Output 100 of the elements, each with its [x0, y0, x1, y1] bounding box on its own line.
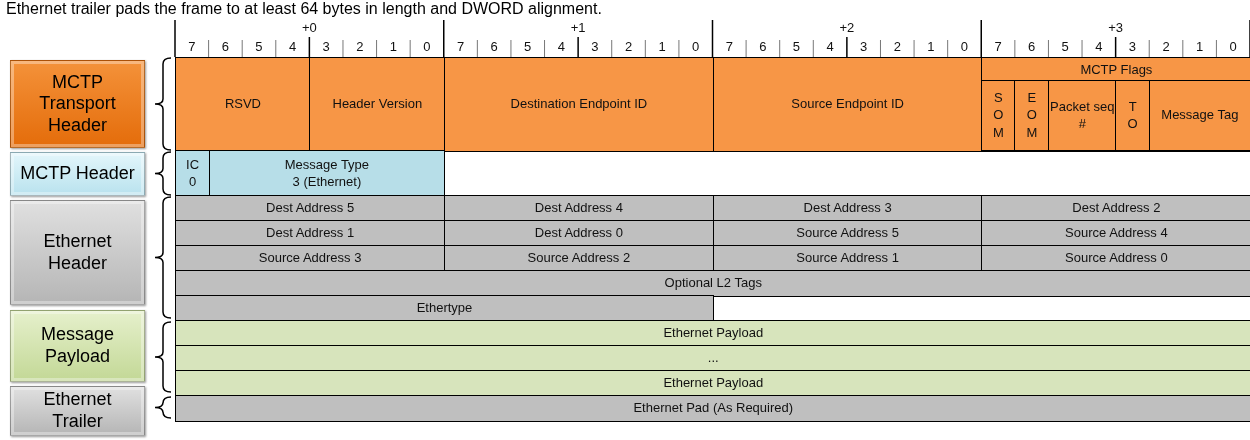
bit-number: 2: [356, 39, 364, 54]
field-label: Source Address 1: [796, 249, 899, 267]
field-cell: [175, 270, 1250, 297]
byte-offset-label: +0: [301, 20, 317, 35]
bit-number: 5: [524, 39, 532, 54]
field-cell: [1115, 79, 1151, 151]
title: Ethernet trailer pads the frame to at least 64 bytes in length and DWORD alignment.: [6, 0, 602, 18]
field-cell: [175, 220, 446, 247]
field-label: Ethernet Payload: [663, 374, 764, 392]
bit-number: 7: [456, 39, 465, 54]
section-button: Message Payload: [10, 310, 145, 382]
byte-offset-label: +1: [570, 20, 586, 35]
field-label: Source Address 0: [1065, 249, 1168, 267]
field-label: Dest Address 5: [266, 199, 355, 217]
bit-number: 4: [1095, 39, 1103, 54]
byte-offset-label: +2: [839, 20, 855, 35]
field-cell: [175, 395, 1250, 422]
bit-number: 3: [591, 39, 599, 54]
field-cell: [981, 245, 1250, 272]
field-label: IC 0: [186, 155, 200, 191]
field-cell: [175, 370, 1250, 397]
field-cell: [443, 220, 714, 247]
field-label: T O: [1127, 97, 1138, 133]
bit-number: 0: [423, 39, 431, 54]
bit-number: 3: [860, 39, 868, 54]
field-label: Source Address 3: [258, 249, 362, 267]
bit-number: 6: [221, 39, 229, 54]
bit-number: 1: [927, 39, 935, 54]
bit-number: 1: [389, 39, 397, 54]
bit-number: 3: [1128, 39, 1137, 54]
field-label: Ethernet Pad (As Required): [633, 399, 794, 417]
field-cell: [175, 150, 211, 197]
field-label: 3 (Ethernet): [292, 173, 362, 191]
field-label: Destination Endpoint ID: [510, 95, 648, 113]
field-label: Dest Address 1: [266, 224, 355, 242]
field-cell: [981, 220, 1250, 247]
bit-number: 6: [490, 39, 498, 54]
field-cell: [175, 345, 1250, 372]
bit-number: 0: [960, 39, 969, 54]
field-label: Header Version: [332, 95, 423, 113]
field-label: Source Address 2: [527, 249, 631, 267]
bit-number: 7: [188, 39, 196, 54]
field-label: Message Tag: [1161, 106, 1239, 124]
field-cell: [175, 57, 311, 152]
field-cell: [443, 195, 714, 222]
field-label: Dest Address 2: [1072, 199, 1161, 217]
section-button: MCTP Transport Header: [10, 60, 145, 148]
field-cell: [1047, 79, 1117, 151]
field-cell: [175, 245, 446, 272]
field-cell: [443, 245, 714, 272]
field-label: Dest Address 0: [534, 224, 623, 242]
field-label: S O M: [992, 88, 1004, 142]
field-label: Optional L2 Tags: [664, 274, 762, 292]
field-label: Message Type: [284, 155, 370, 174]
section-button: Ethernet Trailer: [10, 386, 145, 436]
bit-number: 1: [1196, 39, 1204, 54]
field-label: RSVD: [224, 95, 261, 113]
bit-number: 2: [893, 39, 901, 54]
field-label: E O M: [1026, 88, 1038, 142]
field-label: Ethernet Payload: [663, 324, 764, 342]
section-button: MCTP Header: [10, 152, 145, 196]
bit-number: 4: [557, 39, 565, 54]
section-button: Ethernet Header: [10, 200, 145, 305]
field-cell: [443, 57, 714, 152]
bit-number: 3: [322, 39, 330, 54]
byte-offset-label: +3: [1108, 20, 1124, 35]
field-cell: [981, 195, 1250, 222]
field-label: Source Address 4: [1065, 224, 1168, 242]
field-cell: [175, 295, 714, 322]
field-cell: [175, 195, 446, 222]
field-label: Source Address 5: [796, 224, 899, 242]
bit-number: 7: [994, 39, 1002, 54]
field-group: [981, 57, 1250, 152]
field-cell: [712, 220, 983, 247]
bit-number: 6: [1028, 39, 1036, 54]
bit-number: 7: [725, 39, 733, 54]
bit-number: 2: [624, 39, 633, 54]
field-cell: [712, 245, 983, 272]
field-label: Dest Address 3: [803, 199, 892, 217]
field-cell: [1014, 79, 1050, 151]
field-label: Ethertype: [416, 299, 473, 317]
bit-number: 4: [288, 39, 297, 54]
bit-number: 4: [826, 39, 834, 54]
field-cell: [175, 320, 1250, 347]
field-cell: [712, 195, 983, 222]
bit-number: 5: [1061, 39, 1069, 54]
bit-number: 5: [792, 39, 801, 54]
field-label: Dest Address 4: [534, 199, 623, 217]
field-label: ...: [707, 349, 719, 367]
field-label: Packet seq #: [1049, 97, 1116, 133]
field-label: MCTP Flags: [1080, 61, 1153, 79]
bit-number: 0: [1229, 39, 1237, 54]
field-cell: [1148, 79, 1250, 151]
field-cell: [309, 57, 446, 152]
bit-number: 0: [692, 39, 700, 54]
field-cell: [208, 150, 446, 197]
field-label: Source Endpoint ID: [791, 95, 904, 113]
bit-number: 1: [658, 39, 666, 54]
bit-number: 6: [759, 39, 767, 54]
bit-number: 2: [1162, 39, 1170, 54]
